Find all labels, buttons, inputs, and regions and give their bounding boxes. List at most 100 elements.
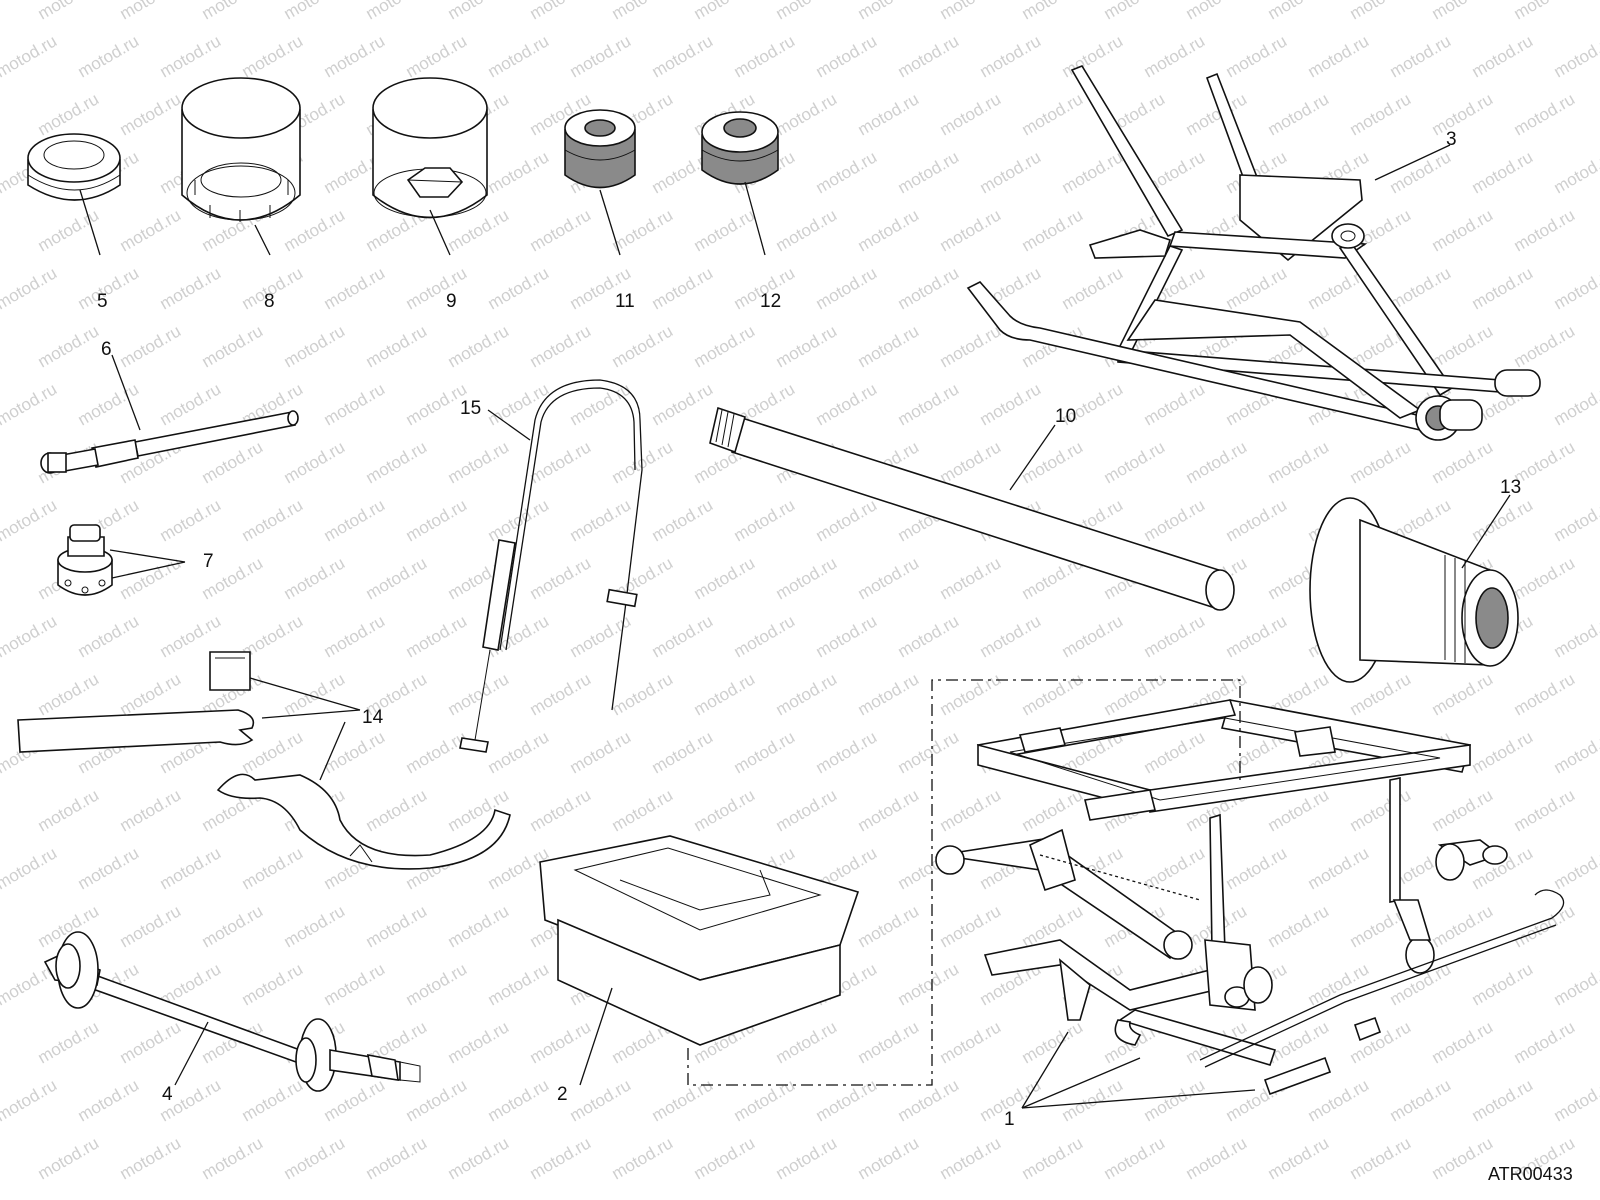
watermark-text: motod.ru — [117, 1133, 185, 1183]
watermark-text: motod.ru — [1429, 669, 1497, 719]
part-5-cap — [27, 133, 121, 201]
watermark-text: motod.ru — [649, 263, 717, 313]
watermark-text: motod.ru — [281, 553, 349, 603]
watermark-text: motod.ru — [1223, 611, 1291, 661]
watermark-text: motod.ru — [445, 0, 513, 23]
watermark-text: motod.ru — [199, 321, 267, 371]
watermark-text: motod.ru — [567, 495, 635, 545]
watermark-text: motod.ru — [937, 437, 1005, 487]
watermark-text: motod.ru — [1141, 31, 1209, 81]
watermark-text: motod.ru — [1551, 147, 1600, 197]
watermark-text: motod.ru — [527, 0, 595, 23]
watermark-text: motod.ru — [977, 147, 1045, 197]
watermark-text: motod.ru — [1347, 437, 1415, 487]
watermark-text: motod.ru — [977, 31, 1045, 81]
watermark-text: motod.ru — [321, 263, 389, 313]
watermark-text: motod.ru — [403, 959, 471, 1009]
watermark-text: motod.ru — [1511, 1017, 1579, 1067]
watermark-text: motod.ru — [1551, 843, 1600, 893]
watermark-text: motod.ru — [321, 959, 389, 1009]
watermark-text: motod.ru — [731, 1075, 799, 1125]
watermark-text: motod.ru — [977, 611, 1045, 661]
watermark-text: motod.ru — [773, 785, 841, 835]
watermark-text: motod.ru — [937, 205, 1005, 255]
watermark-text: motod.ru — [1429, 901, 1497, 951]
watermark-text: motod.ru — [363, 0, 431, 23]
watermark-text: motod.ru — [403, 727, 471, 777]
watermark-text: motod.ru — [855, 205, 923, 255]
watermark-text: motod.ru — [1551, 379, 1600, 429]
watermark-text: motod.ru — [813, 263, 881, 313]
watermark-text: motod.ru — [445, 669, 513, 719]
watermark-text: motod.ru — [1101, 437, 1169, 487]
watermark-text: motod.ru — [649, 495, 717, 545]
label-2: 2 — [557, 1084, 568, 1105]
watermark-text: motod.ru — [1305, 843, 1373, 893]
watermark-text: motod.ru — [281, 437, 349, 487]
watermark-text: motod.ru — [1469, 263, 1537, 313]
watermark-text: motod.ru — [1429, 437, 1497, 487]
watermark-text: motod.ru — [363, 785, 431, 835]
watermark-text: motod.ru — [117, 205, 185, 255]
part-7-drive-adaptor — [57, 524, 113, 596]
watermark-text: motod.ru — [1511, 89, 1579, 139]
watermark-text: motod.ru — [649, 611, 717, 661]
watermark-text: motod.ru — [321, 1075, 389, 1125]
label-9: 9 — [446, 291, 457, 312]
part-14-wrench-set — [17, 651, 511, 870]
watermark-text: motod.ru — [485, 495, 553, 545]
watermark-text: motod.ru — [609, 785, 677, 835]
watermark-text: motod.ru — [239, 31, 307, 81]
watermark-text: motod.ru — [855, 1133, 923, 1183]
watermark-text: motod.ru — [691, 205, 759, 255]
label-14: 14 — [362, 707, 384, 728]
watermark-text: motod.ru — [1223, 495, 1291, 545]
watermark-text: motod.ru — [1551, 495, 1600, 545]
watermark-text: motod.ru — [1059, 147, 1127, 197]
watermark-text: motod.ru — [1223, 263, 1291, 313]
watermark-text: motod.ru — [1469, 495, 1537, 545]
watermark-text: motod.ru — [1469, 147, 1537, 197]
watermark-text: motod.ru — [1019, 205, 1087, 255]
watermark-text: motod.ru — [731, 611, 799, 661]
watermark-text: motod.ru — [363, 321, 431, 371]
watermark-text: motod.ru — [527, 1133, 595, 1183]
watermark-text: motod.ru — [1347, 0, 1415, 23]
part-2-tray — [539, 835, 860, 1046]
watermark-text: motod.ru — [0, 263, 60, 313]
watermark-text: motod.ru — [1019, 669, 1087, 719]
watermark-text: motod.ru — [773, 553, 841, 603]
watermark-text: motod.ru — [649, 727, 717, 777]
watermark-text: motod.ru — [281, 901, 349, 951]
watermark-text: motod.ru — [937, 321, 1005, 371]
watermark-text: motod.ru — [445, 1133, 513, 1183]
watermark-text: motod.ru — [527, 785, 595, 835]
watermark-text: motod.ru — [1183, 0, 1251, 23]
watermark-text: motod.ru — [567, 1075, 635, 1125]
leader-lines — [79, 144, 1511, 1109]
watermark-text: motod.ru — [75, 379, 143, 429]
watermark-text: motod.ru — [1101, 1133, 1169, 1183]
watermark-text: motod.ru — [239, 959, 307, 1009]
watermark-text: motod.ru — [1223, 31, 1291, 81]
watermark-text: motod.ru — [1429, 1017, 1497, 1067]
watermark-text: motod.ru — [937, 901, 1005, 951]
label-4: 4 — [162, 1084, 173, 1105]
watermark-text: motod.ru — [937, 1133, 1005, 1183]
watermark-text: motod.ru — [485, 147, 553, 197]
part-13-threaded-adaptor — [1309, 497, 1519, 683]
watermark-text: motod.ru — [813, 1075, 881, 1125]
watermark-text: motod.ru — [895, 31, 963, 81]
watermark-text: motod.ru — [485, 1075, 553, 1125]
watermark-text: motod.ru — [937, 1017, 1005, 1067]
watermark-text: motod.ru — [855, 669, 923, 719]
watermark-text: motod.ru — [445, 321, 513, 371]
watermark-text: motod.ru — [485, 31, 553, 81]
watermark-text: motod.ru — [403, 611, 471, 661]
watermark-text: motod.ru — [895, 611, 963, 661]
label-3: 3 — [1446, 129, 1457, 150]
watermark-text: motod.ru — [117, 321, 185, 371]
watermark-text: motod.ru — [773, 1133, 841, 1183]
watermark-text: motod.ru — [649, 1075, 717, 1125]
watermark-text: motod.ru — [0, 495, 60, 545]
